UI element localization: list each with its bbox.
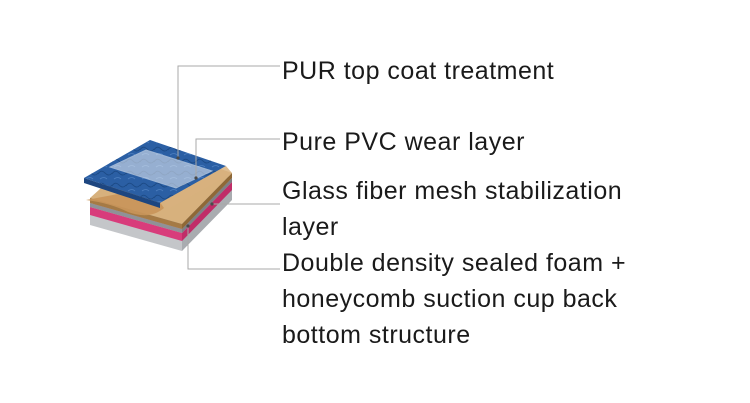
pur-coat-layer bbox=[108, 149, 214, 189]
label-glass-fiber-layer: Glass fiber mesh stabilization layer bbox=[282, 177, 623, 241]
leader-line-foam bbox=[187, 226, 280, 270]
label-foam-structure: Double density sealed foam + honeycomb s… bbox=[282, 249, 627, 349]
label-pur-top-coat: PUR top coat treatment bbox=[282, 57, 555, 85]
leader-lines bbox=[177, 65, 280, 270]
label-pvc-wear-layer: Pure PVC wear layer bbox=[282, 128, 525, 156]
leader-line-pvc bbox=[195, 138, 280, 178]
leader-line-pur bbox=[177, 65, 280, 158]
